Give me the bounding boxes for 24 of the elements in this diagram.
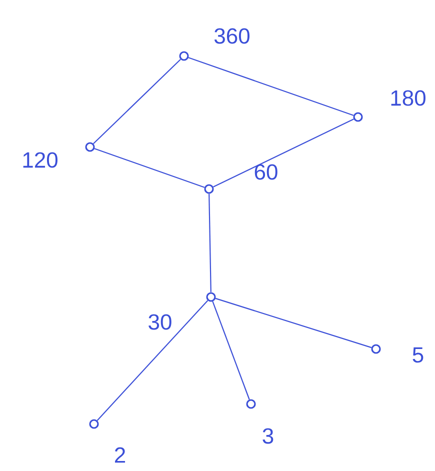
number-label: 120 bbox=[23, 152, 58, 168]
number-label: 30 bbox=[148, 314, 172, 330]
vertex-dot bbox=[371, 344, 381, 354]
vertex-dot bbox=[179, 51, 189, 61]
vertex-dot bbox=[246, 399, 256, 409]
number-label: 180 bbox=[391, 90, 426, 106]
vertex-dot bbox=[85, 142, 95, 152]
number-label: 2 bbox=[115, 447, 126, 463]
vertex-dot bbox=[204, 184, 214, 194]
edge-line bbox=[212, 301, 250, 400]
vertex-dot bbox=[206, 292, 216, 302]
number-label: 3 bbox=[262, 428, 274, 444]
edge-line bbox=[213, 118, 354, 188]
number-label: 60 bbox=[254, 164, 278, 180]
edge-line bbox=[215, 298, 372, 348]
edge-line bbox=[93, 58, 181, 144]
edge-line bbox=[96, 300, 208, 421]
vertex-dot bbox=[353, 112, 363, 122]
vertex-dot bbox=[89, 419, 99, 429]
edge-line bbox=[188, 57, 354, 116]
number-label: 360 bbox=[214, 28, 250, 44]
edge-line bbox=[94, 148, 205, 188]
number-label: 5 bbox=[412, 347, 424, 363]
edge-line bbox=[208, 194, 212, 292]
